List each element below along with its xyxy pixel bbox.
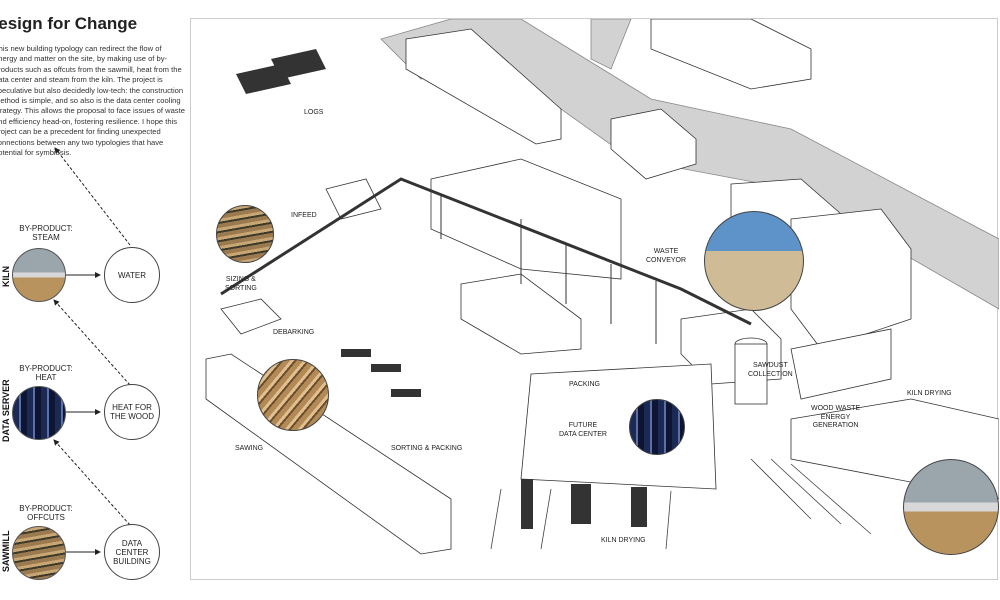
caption-heat: BY-PRODUCT: HEAT: [19, 364, 73, 382]
label-kiln-drying: KILN DRYING: [601, 537, 646, 544]
kiln-site-photo: [903, 459, 999, 555]
label-future-data-center: FUTURE DATA CENTER: [559, 422, 607, 438]
source-label-data-server: DATA SERVER: [1, 379, 11, 442]
node-heat-for-wood: HEAT FOR THE WOOD: [104, 384, 160, 440]
node-data-center-building: DATA CENTER BUILDING: [104, 524, 160, 580]
offcuts-site-photo: [257, 359, 329, 431]
label-kiln-drying-2: KILN DRYING: [907, 390, 952, 397]
label-waste-conveyor: WASTE CONVEYOR: [646, 248, 687, 264]
label-sawdust-collection: SAWDUST COLLECTION: [748, 362, 793, 378]
waste-conveyor-photo: [704, 211, 804, 311]
label-logs: LOGS: [304, 109, 324, 116]
site-drawing: [205, 19, 999, 555]
caption-steam: BY-PRODUCT: STEAM: [19, 224, 73, 242]
page-title: Design for Change: [0, 14, 138, 33]
node-water: WATER: [104, 247, 160, 303]
source-label-kiln: KILN: [1, 266, 11, 287]
label-packing: PACKING: [569, 381, 600, 388]
server-photo: [12, 386, 66, 440]
label-wood-waste: WOOD WASTE ENERGY GENERATION: [811, 405, 861, 429]
caption-offcuts: BY-PRODUCT: OFFCUTS: [19, 504, 73, 522]
conveyor: [220, 177, 752, 326]
label-infeed: INFEED: [291, 212, 317, 219]
server-site-photo: [629, 399, 685, 455]
source-label-sawmill: SAWMILL: [1, 530, 11, 573]
intro-text: This new building typology can redirect …: [0, 44, 185, 158]
label-debarking: DEBARKING: [273, 329, 315, 336]
sawing-building: [205, 353, 452, 555]
label-sizing: SIZING & SORTING: [225, 276, 257, 292]
offcuts-photo: [12, 526, 66, 580]
sizing-photo: [216, 205, 274, 263]
label-sawing: SAWING: [235, 445, 264, 452]
kiln-photo: [12, 248, 66, 302]
label-sorting-packing: SORTING & PACKING: [391, 445, 463, 452]
flow-arrows: [53, 147, 131, 555]
site-axonometric: LOGS INFEED SIZING & SORTING DEBARKING S…: [190, 18, 999, 580]
data-center-building: [520, 363, 717, 490]
